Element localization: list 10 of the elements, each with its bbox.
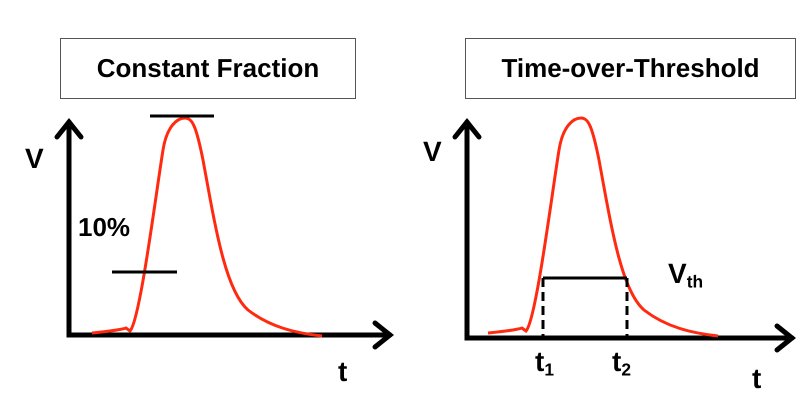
title-box: Time-over-Threshold <box>465 38 796 99</box>
axis-label: t$_{1}$ <box>535 348 554 379</box>
axis-label: V <box>25 145 44 173</box>
axis-label: 10% <box>78 214 130 240</box>
axis-label: t <box>752 365 762 393</box>
title-box: Constant Fraction <box>60 38 356 99</box>
axis-label: t <box>338 358 348 386</box>
axis-label: t$_{2}$ <box>612 348 631 379</box>
axis-label: V <box>423 138 442 166</box>
axis-label: V$_{th}$ <box>668 260 704 291</box>
